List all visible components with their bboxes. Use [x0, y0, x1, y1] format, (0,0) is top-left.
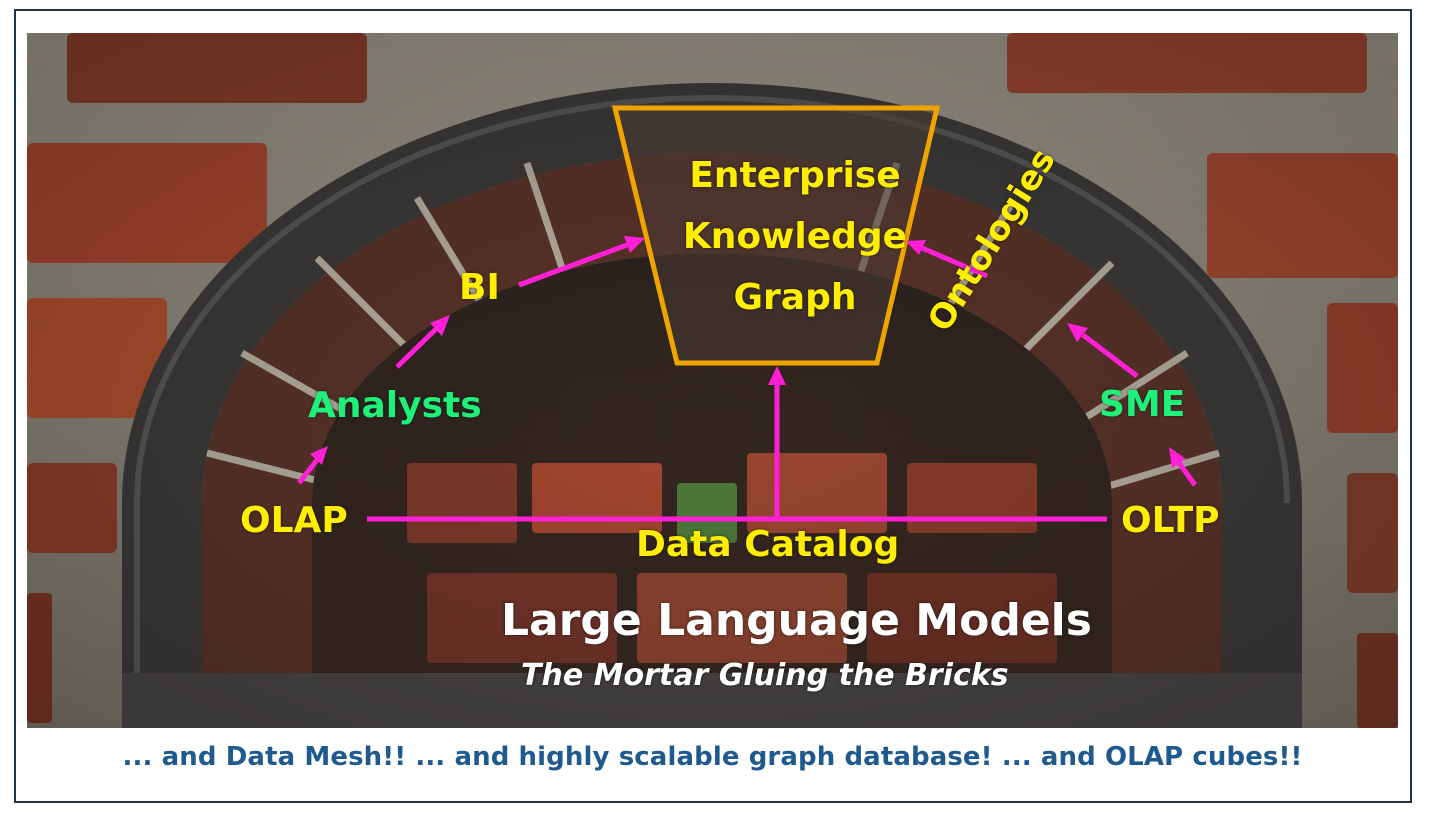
bi-label: BI [459, 267, 500, 308]
oltp-label: OLTP [1121, 500, 1220, 541]
llm-heading: Large Language Models [501, 595, 1092, 646]
data-catalog-label: Data Catalog [636, 524, 900, 565]
mortar-subheading: The Mortar Gluing the Bricks [521, 658, 1009, 693]
ekg-line-1: Enterprise [689, 155, 901, 196]
connector-arrows [297, 236, 1198, 522]
ekg-line-3: Graph [733, 277, 857, 318]
keystone-outline [611, 105, 941, 366]
brick-arch-illustration [27, 33, 1398, 728]
footer-caption: ... and Data Mesh!! ... and highly scala… [122, 742, 1303, 772]
brick-arch-scene: Enterprise Knowledge Graph BI Analysts O… [27, 33, 1398, 728]
sme-label: SME [1099, 384, 1186, 425]
ekg-line-2: Knowledge [682, 216, 908, 257]
analysts-label: Analysts [308, 385, 482, 426]
enterprise-knowledge-graph-label: Enterprise Knowledge Graph [635, 145, 955, 328]
olap-label: OLAP [240, 500, 348, 541]
